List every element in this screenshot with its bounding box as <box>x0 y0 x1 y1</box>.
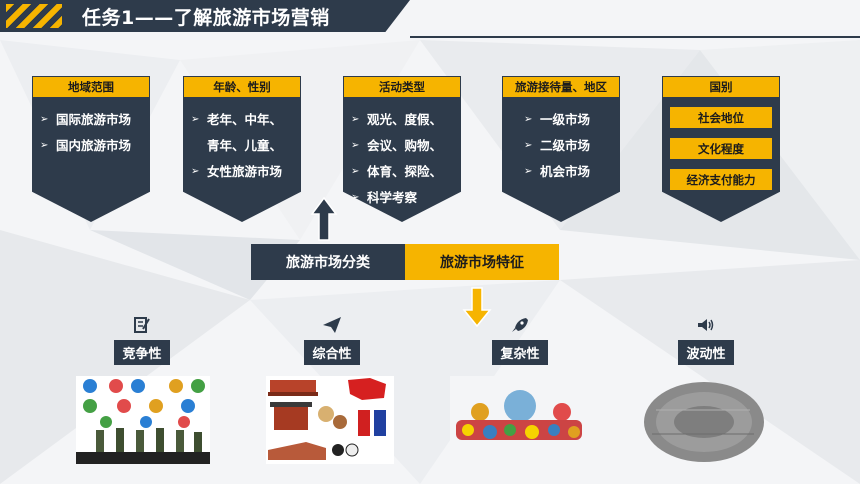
card-head: 活动类型 <box>343 76 461 98</box>
list-item: ➢观光、度假、 <box>351 107 459 133</box>
arrow-bullet-icon: ➢ <box>351 140 360 151</box>
list-item: 青年、儿童、 <box>207 138 283 153</box>
title-stripes <box>6 4 62 28</box>
sub-item: 文化程度 <box>670 138 772 159</box>
page-title: 任务1——了解旅游市场营销 <box>82 7 330 29</box>
arrow-bullet-icon: ➢ <box>191 114 200 125</box>
list-item: ➢女性旅游市场 <box>191 159 299 185</box>
arrow-bullet-icon: ➢ <box>524 114 533 125</box>
classify-label: 旅游市场分类 <box>251 244 405 280</box>
rocket-icon <box>512 318 528 332</box>
list-item: ➢二级市场 <box>524 133 632 159</box>
list-item: ➢会议、购物、 <box>351 133 459 159</box>
arrow-bullet-icon: ➢ <box>351 192 360 203</box>
list-item: ➢一级市场 <box>524 107 632 133</box>
edit-icon <box>134 317 150 333</box>
card-head: 旅游接待量、地区 <box>502 76 620 98</box>
sub-item: 经济支付能力 <box>670 169 772 190</box>
feature-comprehensive: 综合性 <box>282 316 382 365</box>
list-item: ➢老年、中年、 <box>191 107 299 133</box>
feature-volatile: 波动性 <box>656 316 756 365</box>
card-head: 地域范围 <box>32 76 150 98</box>
sub-item: 社会地位 <box>670 107 772 128</box>
arrow-bullet-icon: ➢ <box>524 166 533 177</box>
feature-competitive: 竞争性 <box>92 316 192 365</box>
list-item: ➢体育、探险、 <box>351 159 459 185</box>
arrow-bullet-icon: ➢ <box>40 114 49 125</box>
feature-label: 竞争性 <box>114 340 170 365</box>
arrow-bullet-icon: ➢ <box>191 166 200 177</box>
title-underline <box>410 36 860 38</box>
arrow-bullet-icon: ➢ <box>351 114 360 125</box>
feature-label: 旅游市场特征 <box>405 244 559 280</box>
competition-collage-image <box>76 376 210 464</box>
feature-label: 复杂性 <box>492 340 548 365</box>
down-arrow-icon <box>462 287 492 328</box>
title-bar: 任务1——了解旅游市场营销 <box>0 0 410 32</box>
card-list: ➢观光、度假、 ➢会议、购物、 ➢体育、探险、 ➢科学考察 <box>351 107 459 211</box>
list-item: ➢机会市场 <box>524 159 632 185</box>
list-item: ➢科学考察 <box>351 185 459 211</box>
card-activity: 活动类型 ➢观光、度假、 ➢会议、购物、 ➢体育、探险、 ➢科学考察 <box>343 76 461 222</box>
paper-plane-icon <box>323 317 341 333</box>
card-list: ➢国际旅游市场 ➢国内旅游市场 <box>40 107 148 159</box>
card-region: 地域范围 ➢国际旅游市场 ➢国内旅游市场 <box>32 76 150 222</box>
complexity-collage-image <box>450 376 588 464</box>
card-list: ➢一级市场 ➢二级市场 ➢机会市场 <box>524 107 632 185</box>
card-head: 年龄、性别 <box>183 76 301 98</box>
up-arrow-icon <box>310 196 338 241</box>
feature-complex: 复杂性 <box>470 316 570 365</box>
feature-label: 综合性 <box>304 340 360 365</box>
arrow-bullet-icon: ➢ <box>351 166 360 177</box>
volatility-wordcloud-image <box>644 382 764 462</box>
china-travel-collage-image <box>266 376 394 464</box>
card-volume-region: 旅游接待量、地区 ➢一级市场 ➢二级市场 ➢机会市场 <box>502 76 620 222</box>
list-item: ➢国际旅游市场 <box>40 107 148 133</box>
card-head: 国别 <box>662 76 780 98</box>
list-item: ➢国内旅游市场 <box>40 133 148 159</box>
volume-icon <box>698 319 714 331</box>
classification-bar: 旅游市场分类 旅游市场特征 <box>251 244 559 280</box>
arrow-bullet-icon: ➢ <box>524 140 533 151</box>
card-age-gender: 年龄、性别 ➢老年、中年、 青年、儿童、 ➢女性旅游市场 <box>183 76 301 222</box>
arrow-bullet-icon: ➢ <box>40 140 49 151</box>
card-list: ➢老年、中年、 青年、儿童、 ➢女性旅游市场 <box>191 107 299 185</box>
feature-label: 波动性 <box>678 340 734 365</box>
card-country: 国别 社会地位 文化程度 经济支付能力 <box>662 76 780 222</box>
